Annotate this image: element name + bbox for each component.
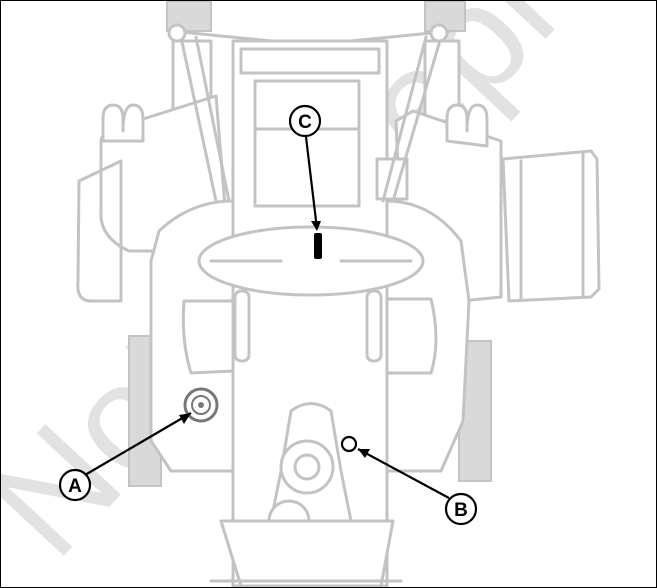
right-deck-bumps: [445, 103, 489, 148]
right-blade-cover: [384, 297, 438, 375]
discharge-chute: [501, 149, 601, 303]
leader-b: [357, 448, 450, 499]
callout-b: B: [444, 492, 478, 526]
left-deck-edge: [76, 159, 123, 303]
callout-a-circle: [58, 468, 92, 502]
spindle-inner: [293, 453, 321, 481]
grease-fitting-left-inner: [191, 395, 211, 415]
left-deck-bumps: [101, 103, 145, 143]
callout-c-circle: [288, 104, 322, 138]
right-vertical-link: [365, 289, 383, 363]
leader-a: [84, 412, 192, 476]
left-lift-arm: [179, 35, 231, 203]
callout-c-label: C: [298, 112, 312, 133]
callout-b-circle: [444, 492, 478, 526]
grease-fitting-left-nipple: [198, 402, 204, 408]
callout-a: A: [58, 468, 92, 502]
leader-c: [304, 136, 319, 230]
leader-a-arrowhead: [179, 413, 191, 424]
callout-b-label: B: [454, 500, 468, 521]
leader-b-arrowhead: [358, 449, 370, 458]
fitting-right: [340, 435, 358, 453]
right-pivot: [429, 23, 449, 43]
center-ring: [197, 225, 425, 297]
left-pivot: [167, 23, 187, 43]
left-vertical-link: [233, 289, 251, 363]
frame-top-plate: [239, 47, 381, 75]
left-blade-cover: [181, 299, 235, 375]
right-lift-arm: [381, 35, 443, 203]
center-pin: [314, 233, 322, 259]
rear-frame: [219, 519, 395, 587]
leader-c-arrowhead: [311, 221, 321, 231]
callout-a-label: A: [68, 476, 82, 497]
discharge-chute-ribs: [519, 151, 585, 301]
callout-c: C: [288, 104, 322, 138]
